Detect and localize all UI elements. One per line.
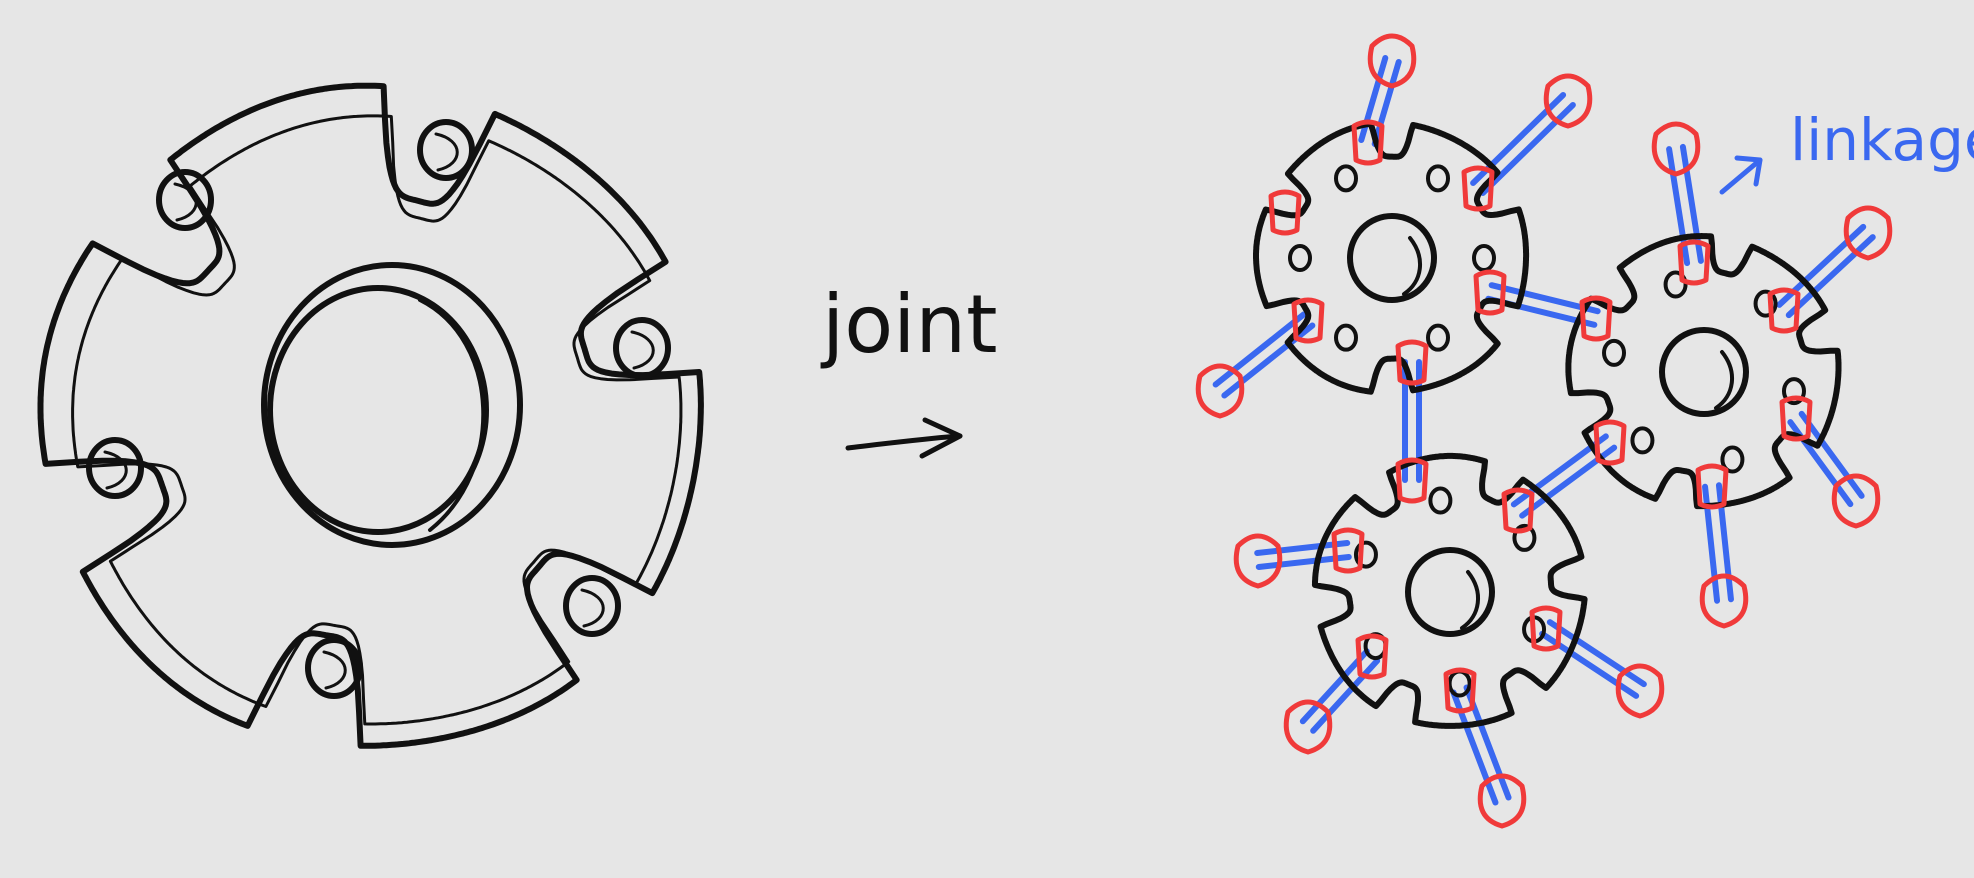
hub-bore-depth <box>418 298 486 532</box>
joint-end-cap <box>1615 663 1665 719</box>
bolt-hole-inner <box>630 330 655 370</box>
joint-arrow <box>845 417 963 459</box>
small-gear-hole <box>1602 338 1627 367</box>
bolt-hole <box>613 317 671 379</box>
joint-end-cap <box>1843 205 1893 261</box>
small-gear-bore-depth <box>1460 570 1481 630</box>
joint-marker <box>1501 487 1535 534</box>
hub-bore-outer <box>261 262 523 548</box>
joint-marker <box>1695 463 1729 510</box>
small-gear-hole <box>1663 270 1688 299</box>
joint-marker <box>1395 457 1429 504</box>
joint-end-cap <box>1699 573 1749 629</box>
small-gear-hole <box>1447 669 1472 698</box>
bolt-hole-inner <box>103 450 128 490</box>
joint-marker <box>1268 189 1302 236</box>
joint-marker <box>1395 339 1429 386</box>
linkage-pointer-arrow <box>1719 155 1763 195</box>
small-gear-hole <box>1334 323 1358 352</box>
small-gear-hole <box>1720 445 1745 474</box>
large-hub-part <box>37 82 704 749</box>
joint-marker <box>1355 633 1389 680</box>
small-gear-bore-depth <box>1714 350 1735 410</box>
small-gear-hole <box>1781 377 1806 406</box>
joint-end-cap <box>1195 363 1245 419</box>
small-gear-bore-depth <box>1402 236 1423 296</box>
joint-group <box>1195 33 1893 829</box>
bolt-hole-inner <box>434 132 459 172</box>
small-gear-outline <box>1565 233 1842 510</box>
small-gear-hole <box>1630 426 1655 455</box>
joint-marker <box>1779 395 1813 442</box>
bolt-hole-inner <box>322 650 347 690</box>
joint-marker <box>1593 419 1627 466</box>
bolt-hole <box>156 169 214 231</box>
bolt-hole-inner <box>173 182 198 222</box>
linkage-bar <box>1785 234 1876 319</box>
joint-marker <box>1473 269 1507 316</box>
joint-marker <box>1677 239 1711 286</box>
small-gear-hole <box>1428 486 1453 515</box>
linkage-bar <box>1479 102 1576 197</box>
bolt-hole <box>86 437 144 499</box>
joint-end-cap <box>1543 73 1593 129</box>
small-gear-hole <box>1288 244 1312 272</box>
small-gear-outline <box>1253 120 1530 395</box>
small-gear-outline <box>1311 452 1588 729</box>
joint-marker <box>1443 667 1477 714</box>
linkage-bar <box>1310 657 1381 734</box>
joint-marker <box>1767 287 1801 334</box>
small-gear-hole <box>1472 244 1496 272</box>
linkage-bar <box>1371 58 1402 147</box>
bolt-hole-inner <box>580 588 605 628</box>
hub-bore-inner <box>267 285 489 535</box>
joint-end-cap <box>1831 473 1881 529</box>
joint-marker <box>1529 605 1563 652</box>
linkage-group <box>1212 55 1876 806</box>
bolt-hole <box>563 575 621 637</box>
small-gear-bore <box>1347 213 1437 303</box>
small-gear-hole <box>1512 523 1537 552</box>
joint-marker <box>1291 297 1325 344</box>
joint-end-cap <box>1283 699 1333 755</box>
small-gear-hole <box>1426 164 1450 193</box>
hub-outer-edge <box>37 82 704 749</box>
bolt-hole <box>417 119 475 181</box>
joint-end-cap <box>1367 33 1417 89</box>
hub-back-edge <box>71 114 683 726</box>
joint-marker <box>1351 119 1385 166</box>
joint-marker <box>1579 295 1613 342</box>
linkage-bar <box>1212 311 1307 388</box>
bolt-hole <box>305 637 363 699</box>
linkage-label: linkage <box>1790 106 1974 174</box>
joint-marker <box>1331 527 1365 574</box>
joint-end-cap <box>1233 533 1283 589</box>
linkage-bar <box>1546 619 1647 688</box>
small-gear-hole <box>1353 540 1378 569</box>
small-gear-bore <box>1659 327 1749 417</box>
joint-marker <box>1461 165 1495 212</box>
small-gear-hole <box>1334 164 1358 193</box>
small-gear-hole <box>1753 289 1778 318</box>
joint-end-cap <box>1651 121 1701 177</box>
joint-label: joint <box>820 278 997 371</box>
linkage-bar <box>1221 322 1316 399</box>
linkage-bar <box>1299 648 1370 725</box>
linkage-bar <box>1798 410 1865 499</box>
small-gear-bore <box>1405 547 1495 637</box>
joint-end-cap <box>1477 773 1527 829</box>
small-gear-hole <box>1426 323 1450 352</box>
